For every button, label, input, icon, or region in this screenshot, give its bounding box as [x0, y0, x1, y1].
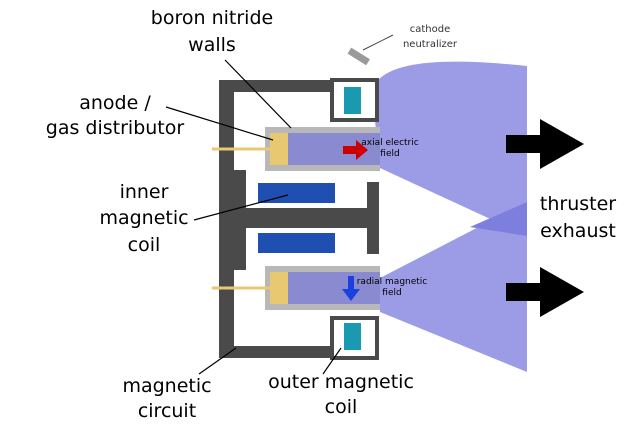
cathode-leader-line: [362, 34, 394, 51]
outer-coil-label-line1: outer magnetic: [268, 371, 414, 393]
leader-lines: [165, 59, 342, 375]
upper-outer-coil: [344, 87, 361, 114]
radial-field-label-line1: radial magnetic: [357, 277, 428, 287]
upper-exhaust-plume: [372, 61, 527, 236]
boron-nitride-label-line1: boron nitride: [151, 7, 273, 29]
boron-nitride-label-line2: walls: [188, 34, 236, 56]
anode-label-line2: gas distributor: [46, 117, 185, 139]
radial-magnetic-field-arrow: [342, 276, 360, 301]
exhaust-label-line1: thruster: [540, 193, 616, 215]
magnetic-circuit-label-line2: circuit: [138, 400, 196, 422]
inner-coil-label-line3: coil: [128, 234, 161, 256]
upper-exhaust-arrow: [506, 119, 584, 169]
cathode-label-line1: cathode: [410, 24, 451, 35]
cathode-label-line2: neutralizer: [403, 39, 458, 50]
outer-coil-label-line2: coil: [325, 396, 358, 418]
axial-field-label-line2: field: [380, 149, 399, 159]
inner-coil-lower: [258, 233, 335, 253]
exhaust-label-line2: exhaust: [540, 220, 616, 242]
magnetic-circuit-label-line1: magnetic: [122, 375, 211, 397]
axial-electric-field-arrow: [343, 140, 368, 160]
lower-outer-coil: [344, 323, 361, 350]
anode-label-line1: anode /: [79, 92, 151, 114]
cathode-neutralizer: [347, 47, 370, 66]
upper-discharge-channel: [212, 127, 380, 171]
plume-overlap: [470, 202, 527, 236]
lower-exhaust-plume: [380, 202, 527, 372]
lower-discharge-channel: [212, 266, 380, 310]
radial-field-label-line2: field: [382, 288, 401, 298]
inner-coil-label-line1: inner: [120, 181, 169, 203]
lower-exhaust-arrow: [506, 267, 584, 317]
inner-coil-label-line2: magnetic: [99, 207, 188, 229]
axial-field-label-line1: axial electric: [361, 138, 418, 148]
